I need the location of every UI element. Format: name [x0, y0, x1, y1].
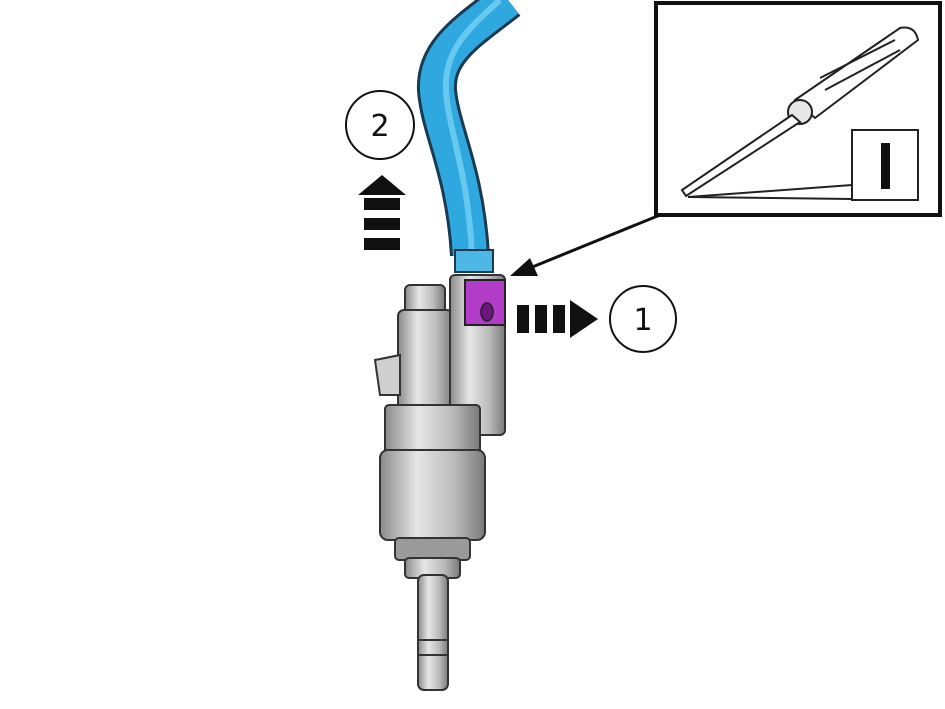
flat-screwdriver-icon — [680, 26, 920, 198]
fuel-line-hose — [417, 0, 521, 273]
callout-2: 2 — [345, 90, 415, 160]
callout-1-label: 1 — [633, 303, 652, 338]
pointer-arrow — [510, 213, 661, 276]
flat-blade-symbol — [687, 129, 919, 201]
tool-inset — [654, 1, 942, 217]
callout-1: 1 — [609, 285, 677, 353]
direction-arrow-right — [517, 300, 598, 338]
fuel-injector — [373, 274, 506, 691]
retaining-clip — [464, 279, 506, 326]
direction-arrow-up — [358, 175, 406, 250]
callout-2-label: 2 — [370, 109, 389, 144]
